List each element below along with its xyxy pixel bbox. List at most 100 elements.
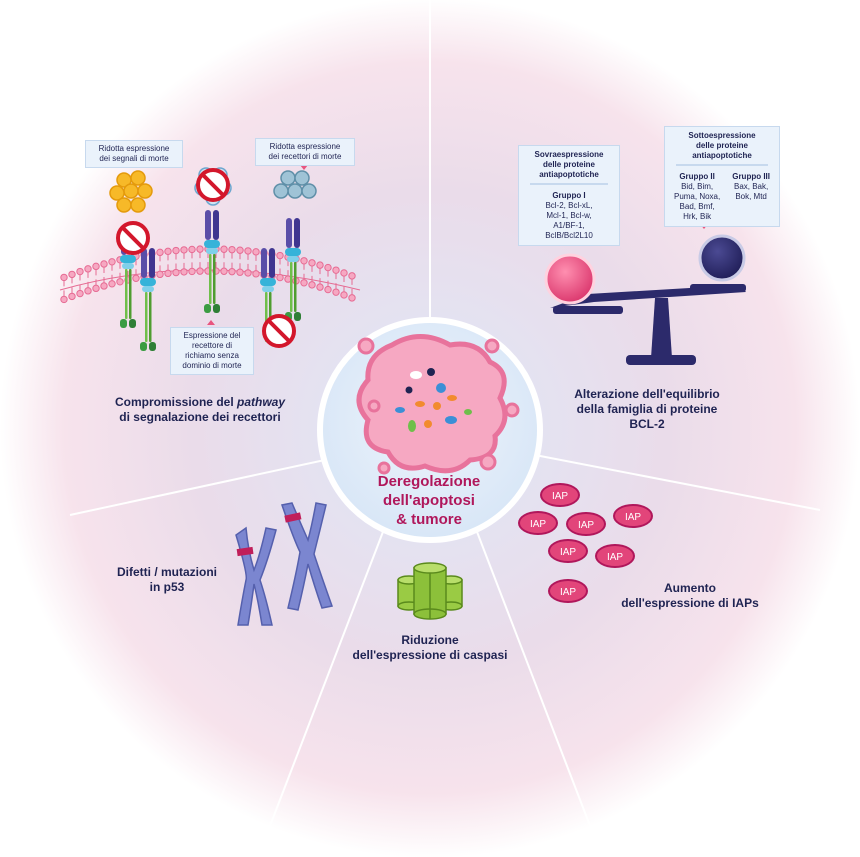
note-decoy-receptor: Espressione del recettore di richiamo se… — [170, 327, 254, 375]
title-line: Deregolazione — [377, 473, 481, 490]
group-title: Gruppo III — [732, 172, 770, 181]
pointer-icon — [207, 320, 215, 325]
note-line: dei segnali di morte — [99, 154, 169, 163]
iap-ellipse-icon: IAP — [548, 579, 588, 603]
note-heading: delle proteine — [542, 160, 595, 169]
note-line: Ridotta espressione — [98, 144, 170, 153]
caspase-cylinder-icon — [397, 562, 463, 620]
lipid-icon — [164, 247, 172, 278]
prohibited-icon — [116, 221, 150, 255]
iap-panel-label: Aumento dell'espressione di IAPs — [600, 581, 780, 611]
lipid-icon — [236, 246, 244, 276]
protein-line: Puma, Noxa, — [673, 192, 721, 201]
pink-ball-icon — [544, 253, 596, 305]
note-line: recettore di — [191, 341, 233, 350]
receptor-panel-label: Compromissione del pathway di segnalazio… — [95, 395, 305, 425]
chromosome-icon — [281, 502, 333, 611]
label-text: in p53 — [149, 580, 185, 594]
title-line: & tumore — [396, 511, 462, 528]
prohibited-icon — [196, 168, 230, 202]
receptor-icon — [140, 248, 156, 351]
protein-line: Bok, Mtd — [735, 192, 767, 201]
receptor-icon — [204, 210, 220, 313]
lipid-icon — [324, 263, 332, 294]
center-title: Deregolazione dell'apoptosi & tumore — [344, 472, 514, 529]
lipid-icon — [332, 266, 340, 296]
iap-ellipse-icon: IAP — [540, 483, 580, 507]
label-text: della famiglia di proteine — [576, 402, 718, 416]
note-line: Espressione del — [183, 331, 241, 340]
label-text: dell'espressione di IAPs — [621, 596, 759, 610]
ligand-cluster-icon — [109, 170, 153, 213]
protein-line: A1/BF-1, — [553, 221, 585, 230]
protein-line: Bad, Bmf, — [679, 202, 715, 211]
protein-line: Bax, Bak, — [733, 182, 769, 191]
iap-ellipse-icon: IAP — [518, 511, 558, 535]
lipid-icon — [60, 273, 68, 304]
note-heading: antiapoptotiche — [692, 151, 752, 160]
label-text: Compromissione del — [114, 395, 237, 409]
apoptotic-cell-icon — [356, 334, 520, 475]
protein-line: Hrk, Bik — [683, 212, 712, 221]
label-text: Aumento — [664, 581, 716, 595]
p53-panel-label: Difetti / mutazioni in p53 — [92, 565, 242, 595]
note-heading: antiapoptotiche — [539, 170, 599, 179]
lipid-icon — [108, 258, 116, 288]
lipid-icon — [68, 270, 76, 301]
label-text: Riduzione — [401, 633, 459, 647]
lipid-icon — [196, 245, 204, 275]
lipid-icon — [100, 260, 108, 290]
note-line: richiamo senza — [185, 351, 239, 360]
navy-ball-icon — [698, 234, 746, 282]
group3-column: Gruppo III Bax, Bak, Bok, Mtd — [732, 172, 770, 222]
note-bcl2-group2-3: Sottoespressione delle proteine antiapop… — [664, 126, 780, 227]
chromosome-icon — [235, 526, 277, 626]
lipid-icon — [340, 269, 348, 299]
lipid-icon — [172, 246, 180, 277]
ligand-cluster-icon — [273, 170, 317, 199]
lipid-icon — [348, 272, 356, 302]
note-receptors: Ridotta espressione dei recettori di mor… — [255, 138, 355, 166]
label-text: dell'espressione di caspasi — [352, 648, 508, 662]
note-heading: Sottoespressione — [688, 131, 756, 140]
note-bcl2-group1: Sovraespressione delle proteine antiapop… — [518, 145, 620, 246]
caspase-panel-label: Riduzione dell'espressione di caspasi — [330, 633, 530, 663]
lipid-icon — [132, 252, 140, 283]
iap-ellipse-icon: IAP — [548, 539, 588, 563]
lipid-icon — [188, 245, 196, 276]
lipid-icon — [300, 257, 308, 287]
lipid-icon — [156, 248, 164, 279]
label-text: BCL-2 — [629, 417, 665, 431]
protein-line: Bid, Bim, — [681, 182, 714, 191]
lipid-icon — [244, 247, 252, 277]
title-line: dell'apoptosi — [383, 492, 475, 509]
lipid-icon — [92, 262, 100, 293]
lipid-icon — [84, 265, 92, 295]
note-heading: delle proteine — [695, 141, 748, 150]
note-heading: Sovraespressione — [534, 150, 604, 159]
iap-ellipse-icon: IAP — [595, 544, 635, 568]
sector-dividers — [69, 0, 821, 857]
lipid-icon — [228, 245, 236, 276]
label-text: di segnalazione dei recettori — [119, 410, 281, 424]
lipid-icon — [316, 261, 324, 291]
group-title: Gruppo II — [679, 172, 715, 181]
receptor-icon — [285, 218, 301, 321]
note-line: Ridotta espressione — [269, 142, 341, 151]
lipid-icon — [308, 259, 316, 289]
pointer-icon — [300, 165, 308, 170]
protein-line: Bcl-2, Bcl-xL, — [545, 201, 593, 210]
lipid-icon — [276, 251, 284, 282]
prohibited-icon — [262, 314, 296, 348]
note-ligands: Ridotta espressione dei segnali di morte — [85, 140, 183, 168]
group-title: Gruppo I — [552, 191, 586, 200]
group2-column: Gruppo II Bid, Bim, Puma, Noxa, Bad, Bmf… — [674, 172, 720, 222]
bcl2-panel-label: Alterazione dell'equilibrio della famigl… — [552, 387, 742, 432]
balance-scale-icon — [550, 284, 746, 365]
label-italic: pathway — [237, 395, 286, 409]
protein-line: Mcl-1, Bcl-w, — [546, 211, 592, 220]
lipid-icon — [180, 246, 188, 276]
iap-ellipse-icon: IAP — [613, 504, 653, 528]
iap-ellipse-icon: IAP — [566, 512, 606, 536]
lipid-icon — [220, 245, 228, 275]
